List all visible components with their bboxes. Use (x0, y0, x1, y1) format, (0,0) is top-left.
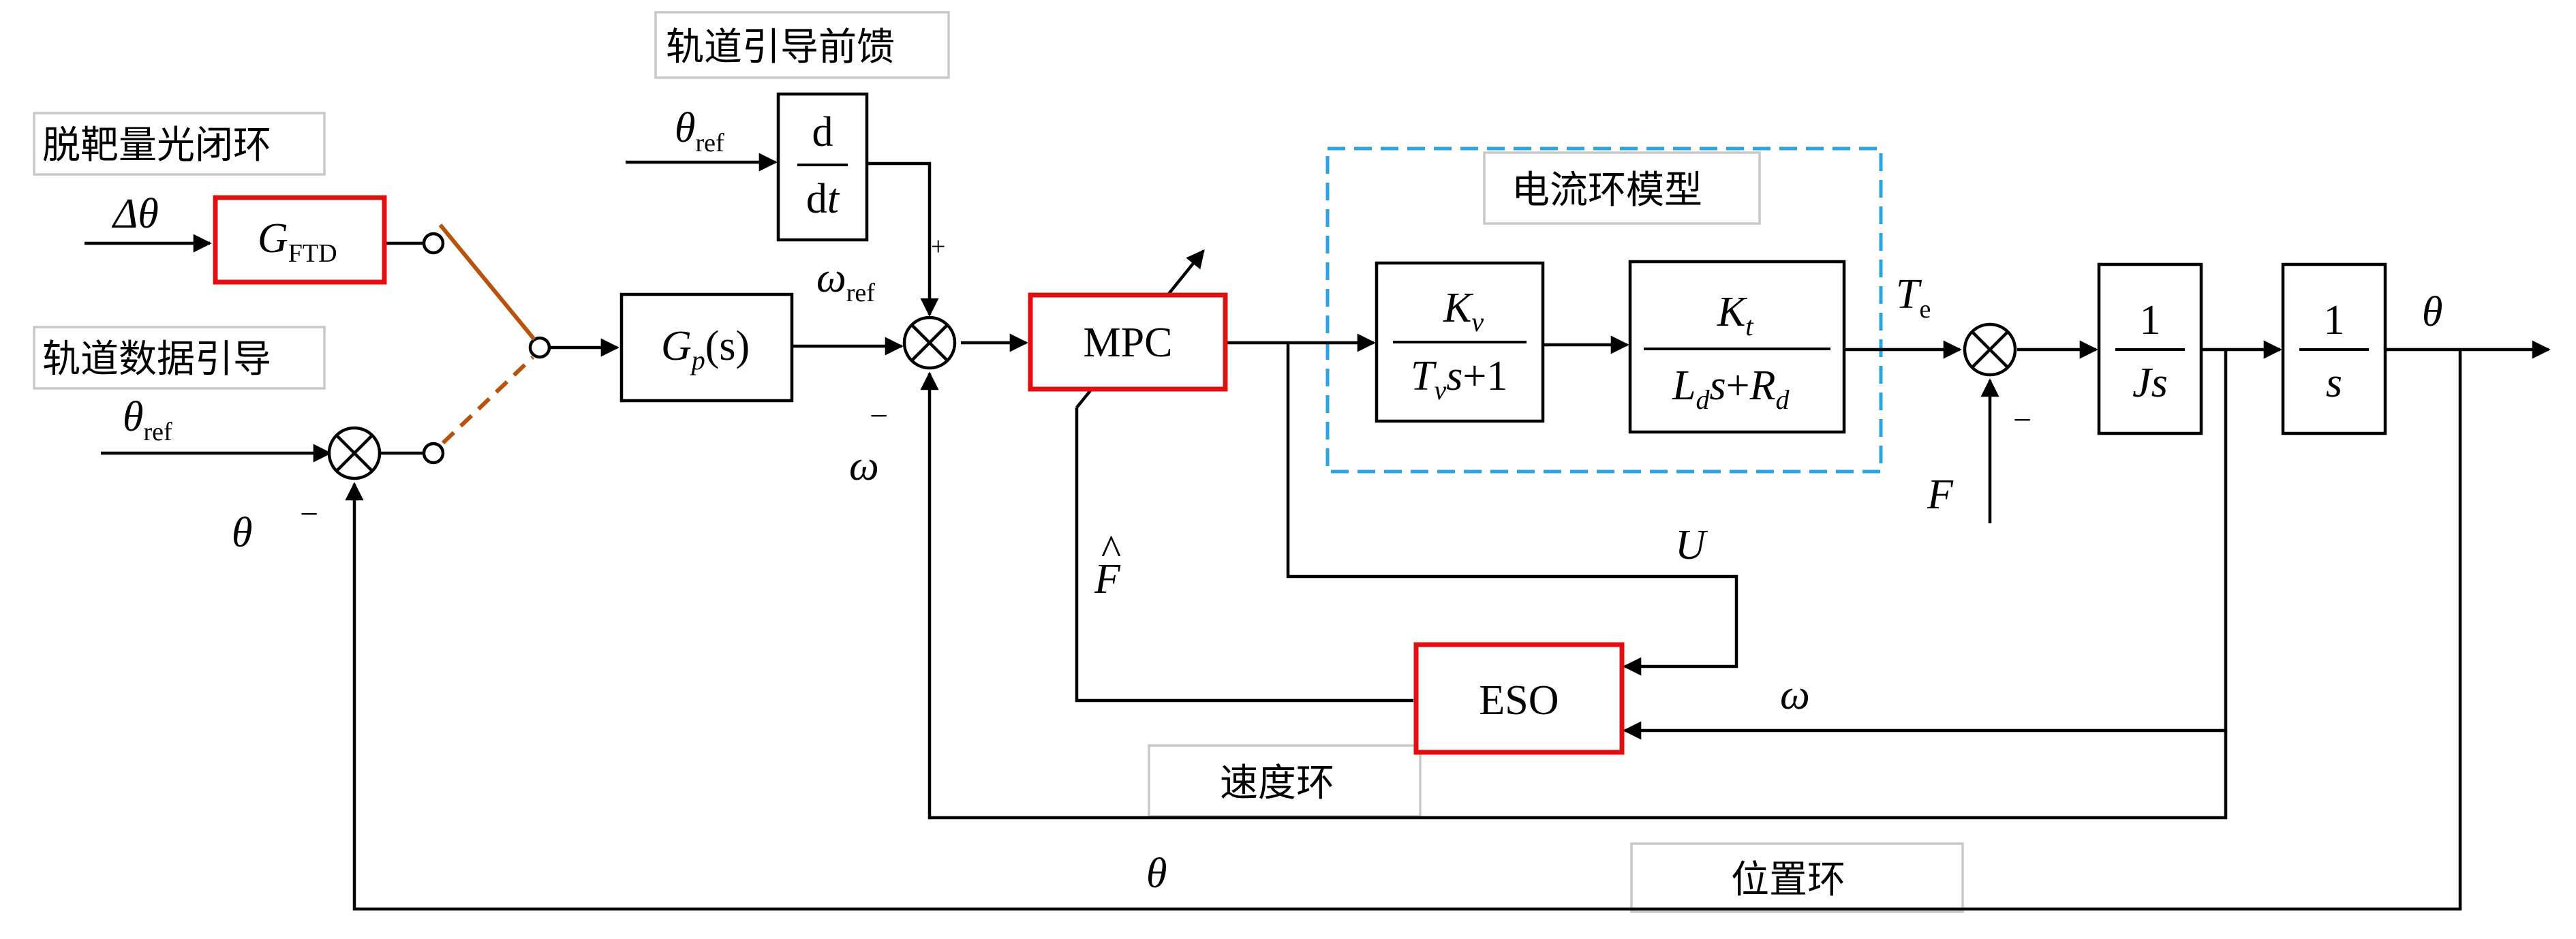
signal-te: Te (1896, 271, 1931, 324)
switch-pivot (528, 336, 551, 359)
signal-theta-bottom: θ (1146, 850, 1167, 897)
svg-text:Lds+Rd: Lds+Rd (1672, 363, 1790, 415)
svg-text:F: F (1094, 556, 1121, 602)
sign-minus-torque: − (2013, 402, 2031, 438)
svg-text:轨道数据引导: 轨道数据引导 (42, 337, 271, 382)
kt-block[interactable]: Kt Lds+Rd (1628, 260, 1846, 434)
signal-omega-ref: ωref (816, 255, 875, 307)
svg-text:ESO: ESO (1479, 677, 1559, 724)
label-current-loop-model: 电流环模型 (1483, 151, 1761, 225)
inertia-block[interactable]: 1 Js (2097, 262, 2203, 435)
svg-text:dt: dt (806, 176, 840, 222)
current-loop-region (1325, 147, 1883, 474)
svg-text:d: d (812, 109, 833, 155)
label-track-feedforward: 轨道引导前馈 (654, 11, 950, 79)
svg-text:脱靶量光闭环: 脱靶量光闭环 (42, 123, 271, 168)
sign-minus-pos: − (300, 496, 318, 532)
signal-theta-fb-left: θ (232, 510, 252, 556)
svg-text:Tvs+1: Tvs+1 (1411, 353, 1507, 405)
svg-text:轨道引导前馈: 轨道引导前馈 (666, 25, 895, 70)
svg-text:电流环模型: 电流环模型 (1512, 168, 1702, 213)
label-speed-loop: 速度环 (1148, 744, 1422, 818)
gp-block[interactable]: Gp(s) (619, 292, 794, 403)
svg-text:位置环: 位置环 (1731, 858, 1845, 902)
wires (85, 153, 2551, 911)
sign-minus-speed: − (870, 398, 888, 434)
svg-text:Js: Js (2132, 360, 2168, 406)
signal-f-disturbance: F (1927, 472, 1954, 518)
switch-contact-bottom (422, 442, 445, 465)
svg-text:Kv: Kv (1443, 285, 1484, 337)
switch-arm-inactive (441, 355, 535, 445)
derivative-block[interactable]: d dt (776, 92, 869, 242)
integrator-block[interactable]: 1 s (2281, 262, 2387, 435)
signal-theta-out: θ (2422, 289, 2442, 335)
svg-text:1: 1 (2324, 297, 2345, 343)
sign-plus-ff: + (931, 232, 945, 261)
signal-theta-ref-guide: θref (123, 394, 172, 446)
sum-junction-speed (902, 315, 957, 370)
eso-block[interactable]: ESO (1413, 642, 1625, 755)
svg-text:Kt: Kt (1717, 289, 1753, 341)
svg-text:速度环: 速度环 (1220, 761, 1334, 805)
signal-delta-theta: Δθ (111, 191, 159, 237)
mpc-block[interactable]: MPC (1028, 292, 1228, 392)
signal-theta-ref-ff: θref (675, 105, 724, 157)
sum-junction-guide (327, 426, 382, 480)
switch-contact-top (422, 232, 445, 255)
signal-omega-fb: ω (849, 443, 879, 489)
signal-f-hat: F ^ (1094, 527, 1121, 602)
switch-arm-active (438, 224, 536, 341)
svg-text:MPC: MPC (1084, 320, 1173, 366)
svg-text:s: s (2326, 360, 2342, 406)
kv-block[interactable]: Kv Tvs+1 (1375, 261, 1545, 423)
gftd-block[interactable]: GFTD (213, 195, 387, 285)
svg-text:GFTD: GFTD (258, 215, 337, 268)
label-position-loop: 位置环 (1630, 842, 1964, 913)
signal-u: U (1675, 522, 1708, 568)
svg-text:^: ^ (1101, 527, 1121, 574)
svg-text:1: 1 (2140, 297, 2161, 343)
mode-switch[interactable] (422, 224, 551, 465)
sum-junction-torque (1963, 322, 2017, 377)
label-miss-distance-loop: 脱靶量光闭环 (33, 112, 326, 176)
label-track-data-guide: 轨道数据引导 (33, 326, 326, 390)
signal-omega-eso: ω (1780, 672, 1810, 718)
svg-text:Gp(s): Gp(s) (661, 323, 750, 375)
